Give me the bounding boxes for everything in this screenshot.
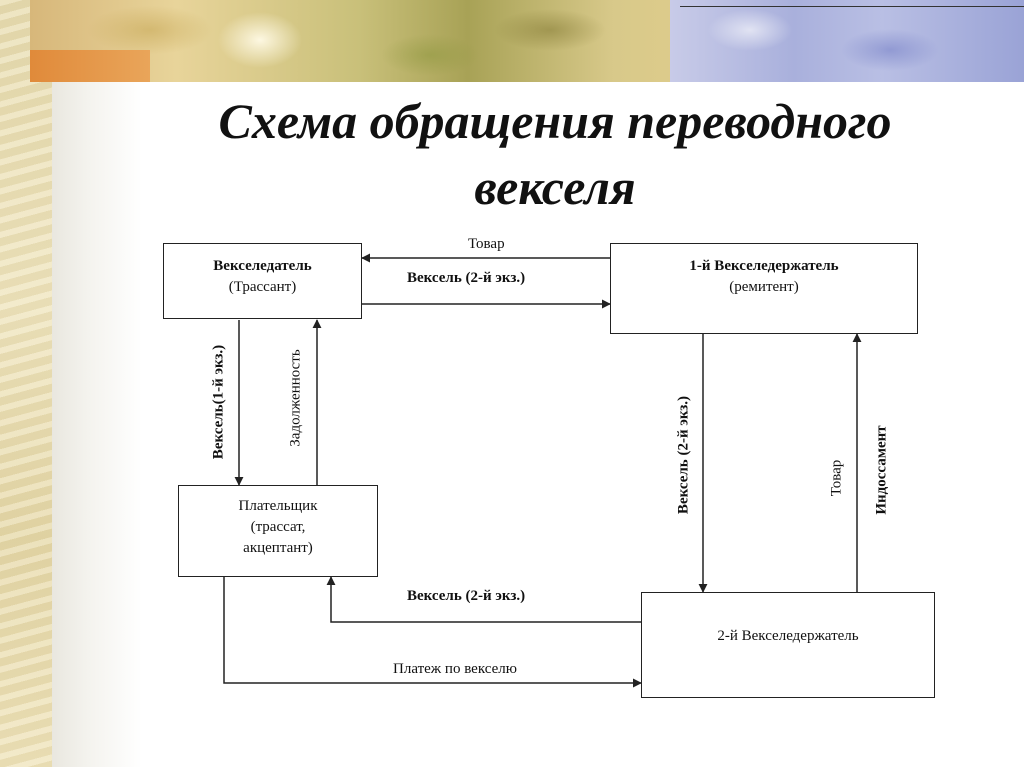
payer-line3: акцептант): [243, 540, 313, 556]
label-bill-right: Вексель (2-й экз.): [675, 395, 692, 515]
payer-line1: Плательщик: [238, 498, 318, 514]
decorative-left-shade: [52, 82, 142, 767]
decorative-banner-line: [680, 6, 1024, 7]
payer-line2: (трассат,: [250, 519, 306, 535]
label-endorsement-right: Индоссамент: [873, 425, 890, 515]
label-payment-bottom: Платеж по векселю: [393, 661, 517, 677]
first-holder-box: 1-й Векселедержатель (ремитент): [610, 243, 918, 334]
second-holder-name: 2-й Векселедержатель: [717, 628, 859, 644]
drawer-box: Векселедатель (Трассант): [163, 243, 362, 319]
label-bill-left: Вексель(1-й экз.): [210, 344, 227, 460]
arrow-payment-bottom: [223, 577, 642, 688]
label-bill-top: Вексель (2-й экз.): [407, 270, 526, 286]
label-bill-bottom: Вексель (2-й экз.): [407, 588, 526, 604]
page-title: Схема обращения переводного векселя: [218, 93, 892, 215]
decorative-banner-floral: [30, 0, 760, 82]
arrow-bill-bottom: [326, 576, 641, 623]
decorative-banner-accent: [30, 50, 150, 82]
decorative-banner-flowers: [670, 0, 1024, 82]
label-goods-top: Товар: [468, 236, 505, 252]
drawer-role: (Трассант): [228, 279, 297, 295]
label-debt-left: Задолженность: [287, 349, 304, 447]
second-holder-box: 2-й Векселедержатель: [641, 592, 935, 698]
label-goods-right: Товар: [828, 459, 845, 497]
first-holder-name: 1-й Векселедержатель: [689, 258, 839, 274]
payer-box: Плательщик (трассат, акцептант): [178, 485, 378, 577]
drawer-name: Векселедатель: [213, 258, 312, 274]
decorative-left-strip: [0, 0, 52, 767]
first-holder-role: (ремитент): [729, 279, 799, 295]
